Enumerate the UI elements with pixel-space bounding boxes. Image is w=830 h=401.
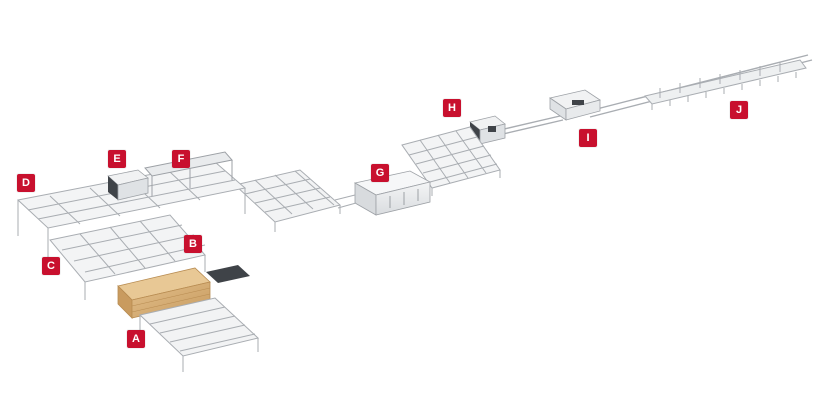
station-a-infeed bbox=[138, 297, 260, 372]
station-h-infeed-grid bbox=[401, 126, 501, 196]
timber-stack bbox=[117, 267, 211, 319]
station-marker-d: D bbox=[17, 174, 35, 192]
station-marker-h: H bbox=[443, 99, 461, 117]
station-marker-g: G bbox=[371, 164, 389, 182]
station-marker-c: C bbox=[42, 257, 60, 275]
station-h-machine bbox=[469, 115, 506, 145]
station-j-rack bbox=[644, 59, 807, 110]
station-marker-j: J bbox=[730, 101, 748, 119]
station-marker-a: A bbox=[127, 330, 145, 348]
station-marker-b: B bbox=[184, 235, 202, 253]
station-e-machine bbox=[107, 169, 149, 201]
station-b-table bbox=[206, 265, 250, 283]
station-g-enclosure bbox=[353, 170, 432, 216]
station-i-machine bbox=[549, 89, 601, 121]
station-marker-e: E bbox=[108, 150, 126, 168]
station-marker-i: I bbox=[579, 129, 597, 147]
middle-conveyor bbox=[233, 169, 357, 232]
lower-assembly-frame bbox=[49, 214, 206, 300]
station-marker-f: F bbox=[172, 150, 190, 168]
